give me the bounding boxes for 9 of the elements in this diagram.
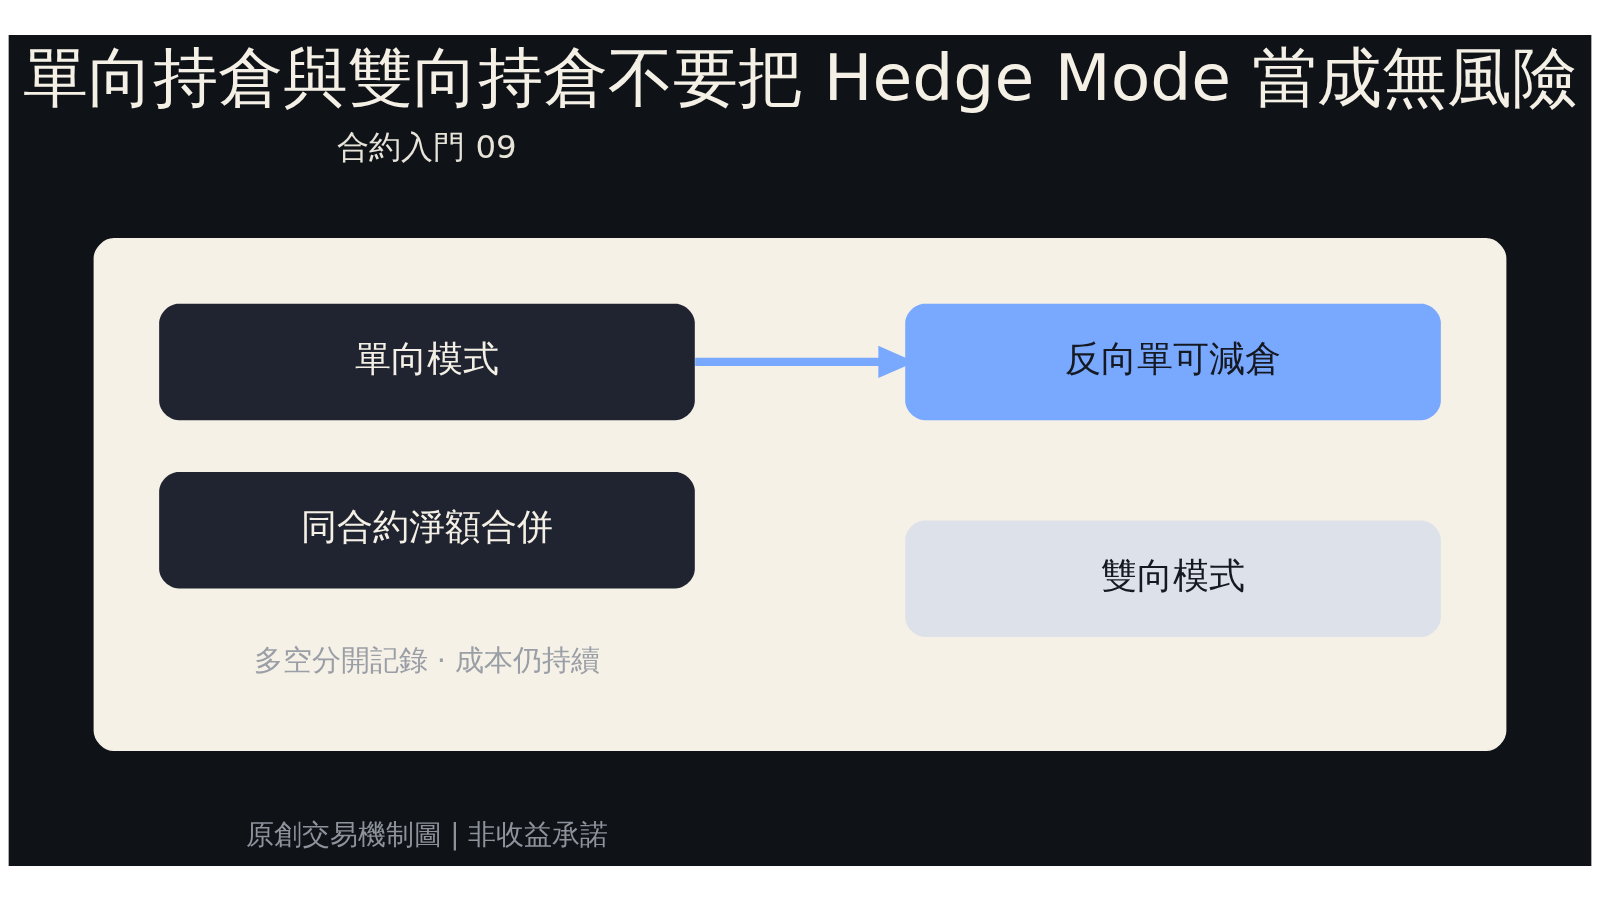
node-box: 單向模式 [159, 303, 695, 420]
node-box: 雙向模式 [905, 520, 1441, 637]
label: 多空分開記錄 · 成本仍持續 [253, 642, 601, 677]
diagram-title: 單向持倉與雙向持倉不要把 Hedge Mode 當成無風險 [23, 39, 1577, 115]
node-box: 同合約淨額合併 [159, 471, 695, 588]
node-box: 反向單可減倉 [905, 303, 1441, 420]
label: 合約入門 09 [337, 127, 517, 166]
cluster [93, 237, 1507, 751]
label: 原創交易機制圖 | 非收益承諾 [245, 817, 609, 850]
